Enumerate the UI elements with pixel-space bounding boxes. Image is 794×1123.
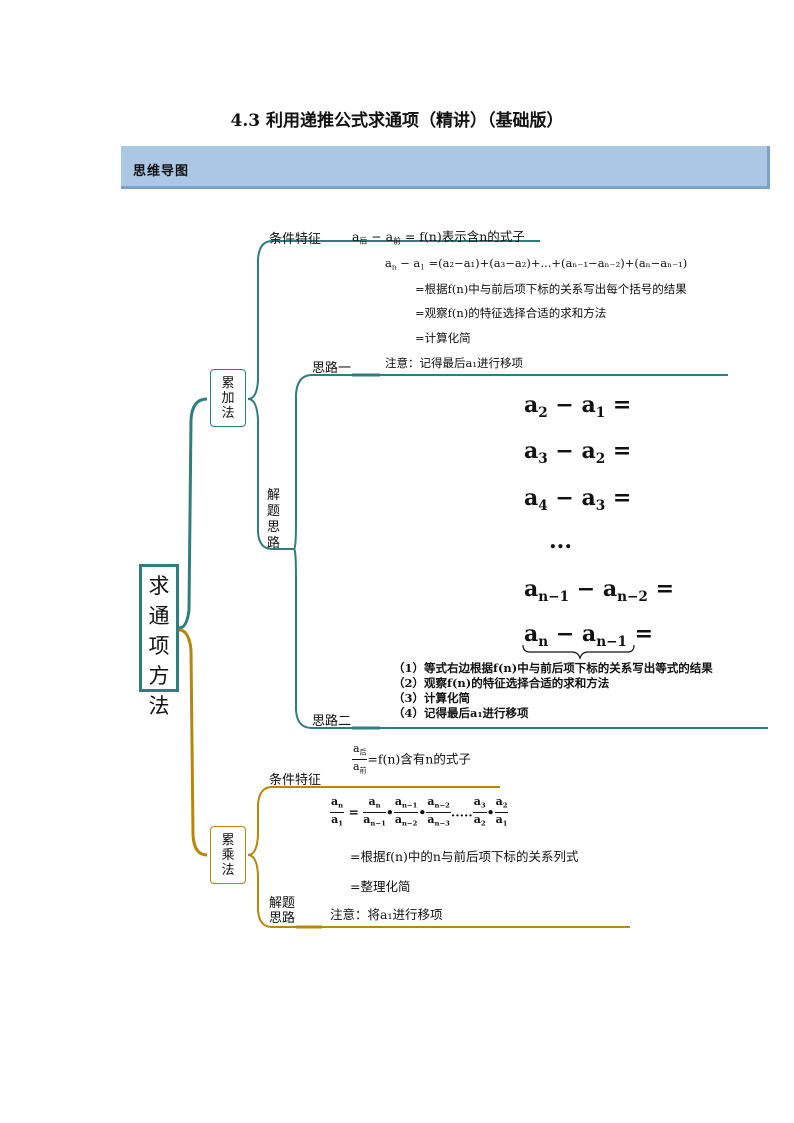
root-node: 求通项方法: [139, 564, 179, 718]
mul-step2: =整理化简: [350, 879, 411, 894]
add-condition-formula: a后 − a前 = f(n)表示含n的式子: [352, 229, 525, 246]
mul-condition-text: =f(n)含有n的式子: [367, 751, 471, 767]
mul-note: 注意：将a₁进行移项: [330, 907, 443, 922]
equation-3: a4 − a3 =: [524, 485, 632, 514]
idea2-step-4: （4）记得最后a₁进行移项: [393, 706, 529, 720]
idea2-step-1: （1）等式右边根据f(n)中与前后项下标的关系写出等式的结果: [393, 661, 713, 675]
mul-solve-label: 解题思路: [269, 896, 296, 926]
add-step3: =计算化简: [415, 331, 471, 345]
mul-step1: =根据f(n)中的n与前后项下标的关系列式: [350, 849, 579, 864]
root-label: 求通项方法: [148, 574, 170, 718]
add-method-node: 累加法: [210, 369, 246, 427]
mul-condition-label: 条件特征: [269, 773, 322, 788]
idea2-step-2: （2）观察f(n)的特征选择合适的求和方法: [393, 676, 610, 690]
mind-map-banner: 思维导图: [121, 146, 770, 189]
mul-method-node: 累乘法: [210, 826, 246, 884]
idea2-steps: （1）等式右边根据f(n)中与前后项下标的关系写出等式的结果 （2）观察f(n)…: [393, 661, 713, 721]
equation-5: an − an−1 =: [524, 621, 654, 650]
add-condition-text: 表示含n的式子: [441, 229, 525, 244]
equation-2: a3 − a2 =: [524, 438, 632, 467]
equation-1: a2 − a1 =: [524, 392, 632, 421]
equation-4: an−1 − an−2 =: [524, 576, 674, 605]
banner-label: 思维导图: [133, 164, 190, 179]
page-title: 4.3 利用递推公式求通项（精讲）（基础版）: [230, 111, 564, 131]
add-condition-label: 条件特征: [269, 232, 322, 247]
idea1-label: 思路一: [312, 361, 352, 376]
equation-dots: ...: [549, 528, 572, 554]
add-step1: =根据f(n)中与前后项下标的关系写出每个括号的结果: [415, 282, 687, 296]
mul-method-label: 累乘法: [221, 833, 235, 878]
idea2-label: 思路二: [312, 714, 352, 729]
add-method-label: 累加法: [221, 376, 235, 421]
add-sum-text: =(a₂−a₁)+(a₃−a₂)+...+(aₙ₋₁−aₙ₋₂)+(aₙ−aₙ₋…: [428, 256, 688, 270]
add-sum-expansion: an − a1 =(a₂−a₁)+(a₃−a₂)+...+(aₙ₋₁−aₙ₋₂)…: [385, 256, 688, 272]
idea1-note: 注意：记得最后a₁进行移项: [385, 356, 523, 370]
add-step2: =观察f(n)的特征选择合适的求和方法: [415, 306, 607, 320]
add-solve-label: 解题思路: [267, 488, 281, 551]
idea2-step-3: （3）计算化简: [393, 691, 471, 705]
